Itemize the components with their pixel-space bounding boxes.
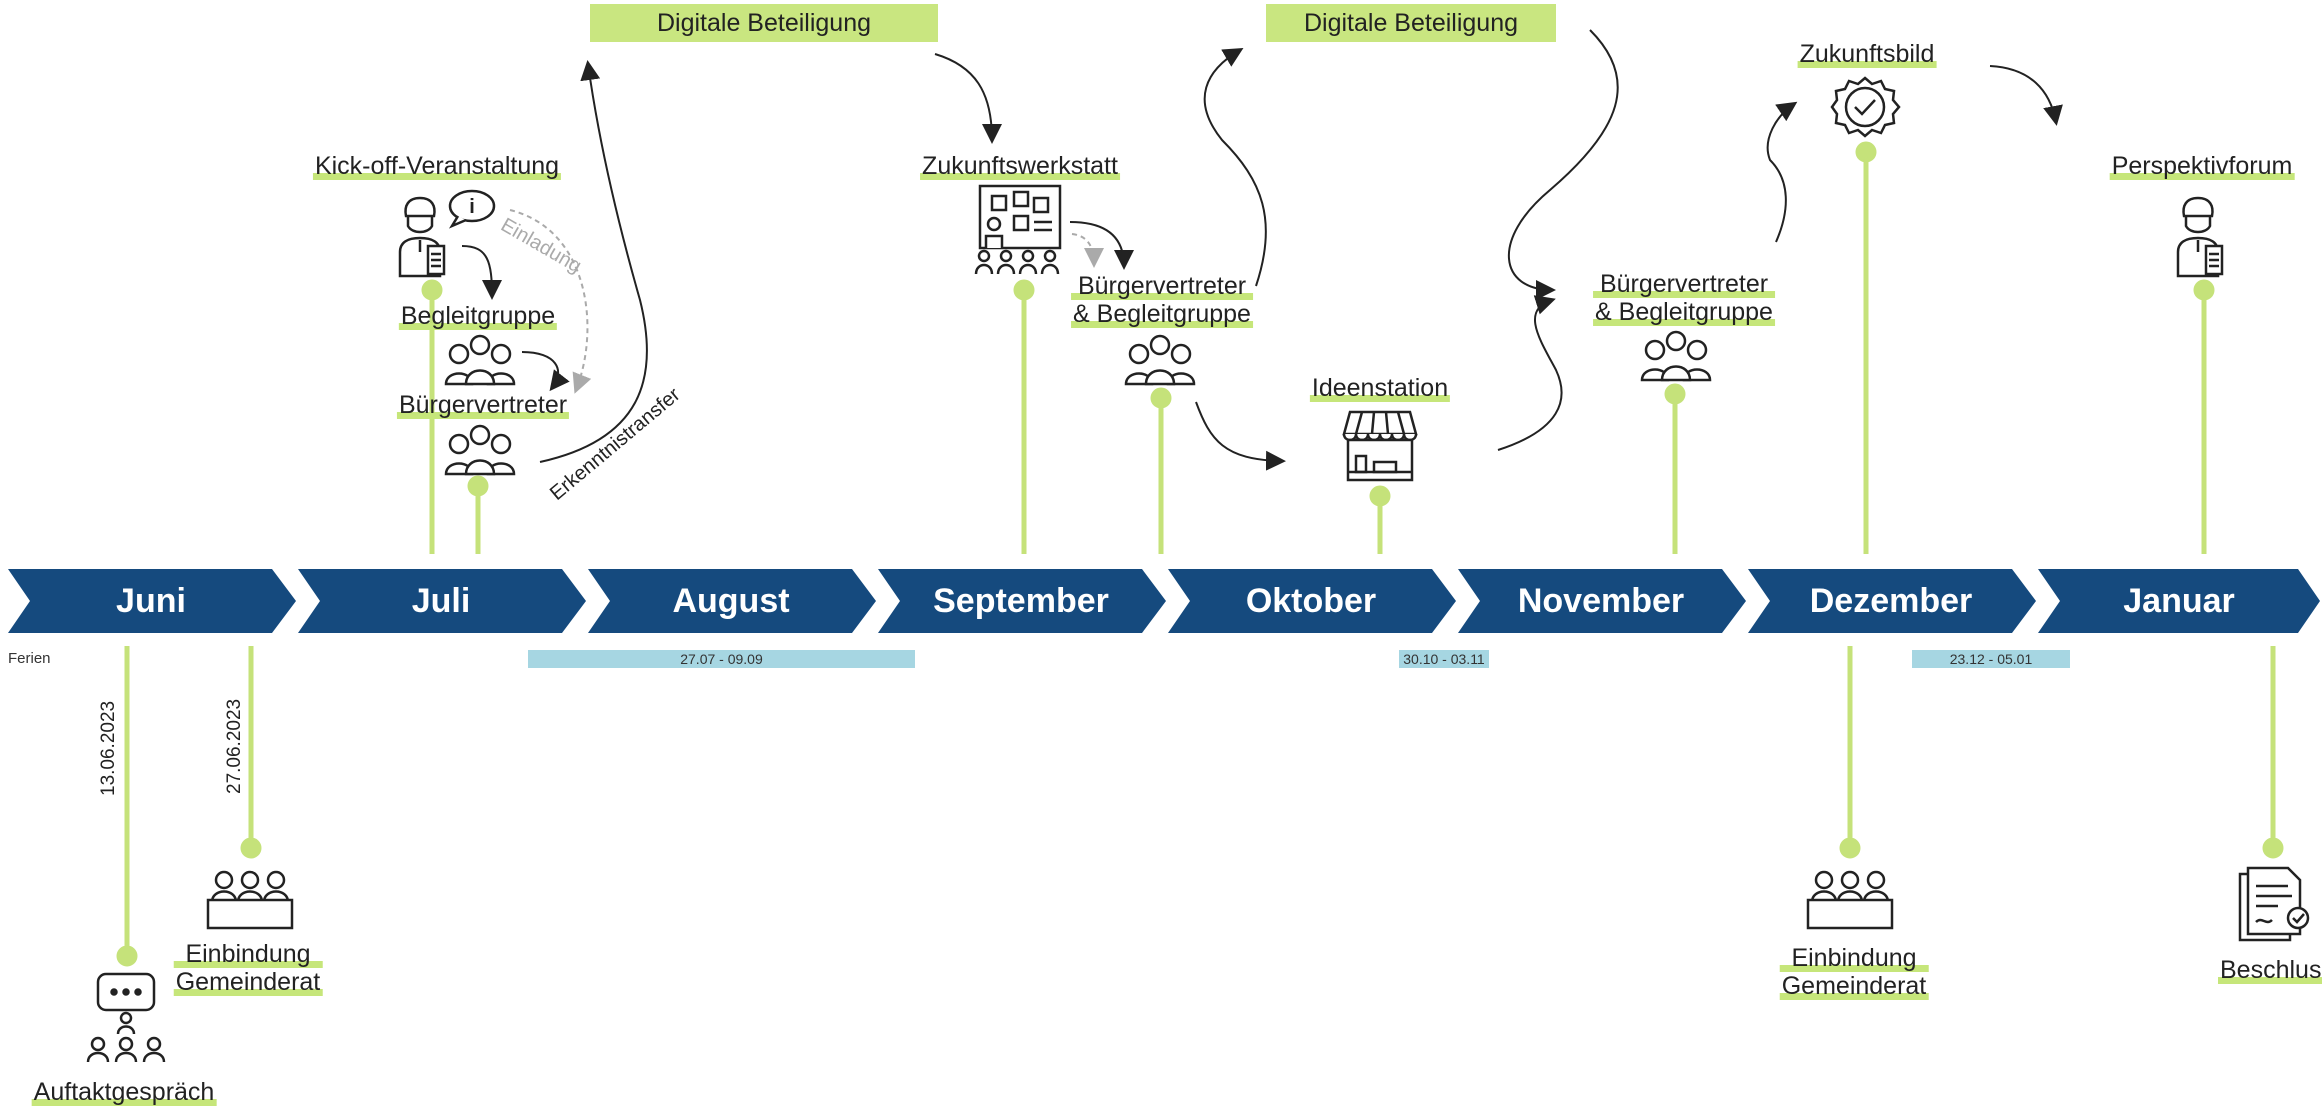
month-januar: Januar: [2123, 581, 2235, 620]
arrow-bv2-to-zukunftsbild: [1766, 101, 1798, 243]
digitale-beteiligung-1: Digitale Beteiligung: [590, 4, 938, 42]
arrow-digitale2-to-november: [1508, 29, 1619, 300]
chevron-september: [878, 569, 1166, 633]
chevron-august: [588, 569, 876, 633]
month-september: September: [933, 581, 1109, 620]
arrow-bv-to-digitale2: [1203, 47, 1267, 287]
chevron-januar: [2038, 569, 2320, 633]
label-beschluss: Beschluss: [2218, 956, 2322, 984]
month-dezember: Dezember: [1809, 581, 1973, 620]
meeting-table-icon: [1806, 870, 1894, 930]
group-icon: [1124, 334, 1196, 386]
label-zukunftswerkstatt: Zukunftswerkstatt: [920, 152, 1120, 180]
group-icon: [444, 424, 516, 476]
label-bv-bg-1: Bürgervertreter& Begleitgruppe: [1071, 272, 1253, 328]
label-auftaktgespraech: Auftaktgespräch: [31, 1078, 217, 1106]
info-bubble-icon: i: [448, 189, 496, 229]
label-begleitgruppe: Begleitgruppe: [398, 302, 558, 330]
label-buergervertreter: Bürgervertreter: [396, 391, 570, 419]
chevron-november: [1458, 569, 1746, 633]
arrow-kickoff-to-begleitgruppe: [461, 245, 502, 300]
arrow-einladung: [509, 209, 592, 394]
month-juni: Juni: [116, 581, 186, 620]
arrow-digitale-to-zukunftswerkstatt: [934, 53, 1002, 144]
label-kickoff: Kick-off-Veranstaltung: [312, 152, 562, 180]
digitale-beteiligung-2: Digitale Beteiligung: [1266, 4, 1556, 42]
ferien-winter: 23.12 - 05.01: [1912, 650, 2070, 668]
ferien-summer: 27.07 - 09.09: [528, 650, 915, 668]
certificate-badge-icon: [1830, 76, 1901, 138]
label-zukunftsbild: Zukunftsbild: [1797, 40, 1937, 68]
chevron-oktober: [1168, 569, 1456, 633]
arrow-zukunftsbild-to-perspektivforum: [1989, 65, 2063, 126]
month-juli: Juli: [411, 581, 471, 620]
market-stall-icon: [1342, 410, 1418, 482]
date-auftakt: 13.06.2023: [98, 700, 119, 796]
arrow-zukunftswerkstatt-dashed: [1071, 233, 1104, 268]
month-november: November: [1517, 581, 1685, 620]
chevron-juli: [298, 569, 586, 633]
arrow-erkenntnistransfer: [539, 60, 648, 463]
chevron-juni: [8, 569, 296, 633]
chevron-dezember: [1748, 569, 2036, 633]
arrow-bv-to-ideenstation: [1195, 401, 1286, 471]
arrow-begleitgruppe-to-buergervertreter: [521, 351, 570, 392]
month-oktober: Oktober: [1245, 581, 1377, 620]
svg-text:i: i: [469, 196, 475, 218]
label-ideenstation: Ideenstation: [1309, 374, 1451, 402]
meeting-table-icon: [206, 870, 294, 930]
label-perspektivforum: Perspektivforum: [2109, 152, 2295, 180]
ferien-label: Ferien: [8, 650, 51, 667]
chat-audience-icon: [86, 972, 166, 1063]
month-august: August: [672, 581, 790, 620]
presenter-icon: [2176, 196, 2224, 278]
ferien-autumn: 30.10 - 03.11: [1399, 650, 1489, 668]
date-gemeinderat: 27.06.2023: [224, 698, 245, 794]
group-icon: [444, 334, 516, 386]
arrow-ideenstation-to-november: [1497, 295, 1563, 451]
document-approved-icon: [2238, 866, 2310, 942]
arrow-zukunftswerkstatt-to-bv: [1069, 221, 1134, 270]
presenter-icon: [398, 196, 446, 278]
label-bv-bg-2: Bürgervertreter& Begleitgruppe: [1593, 270, 1775, 326]
group-icon: [1640, 330, 1712, 382]
workshop-board-icon: [974, 184, 1062, 275]
